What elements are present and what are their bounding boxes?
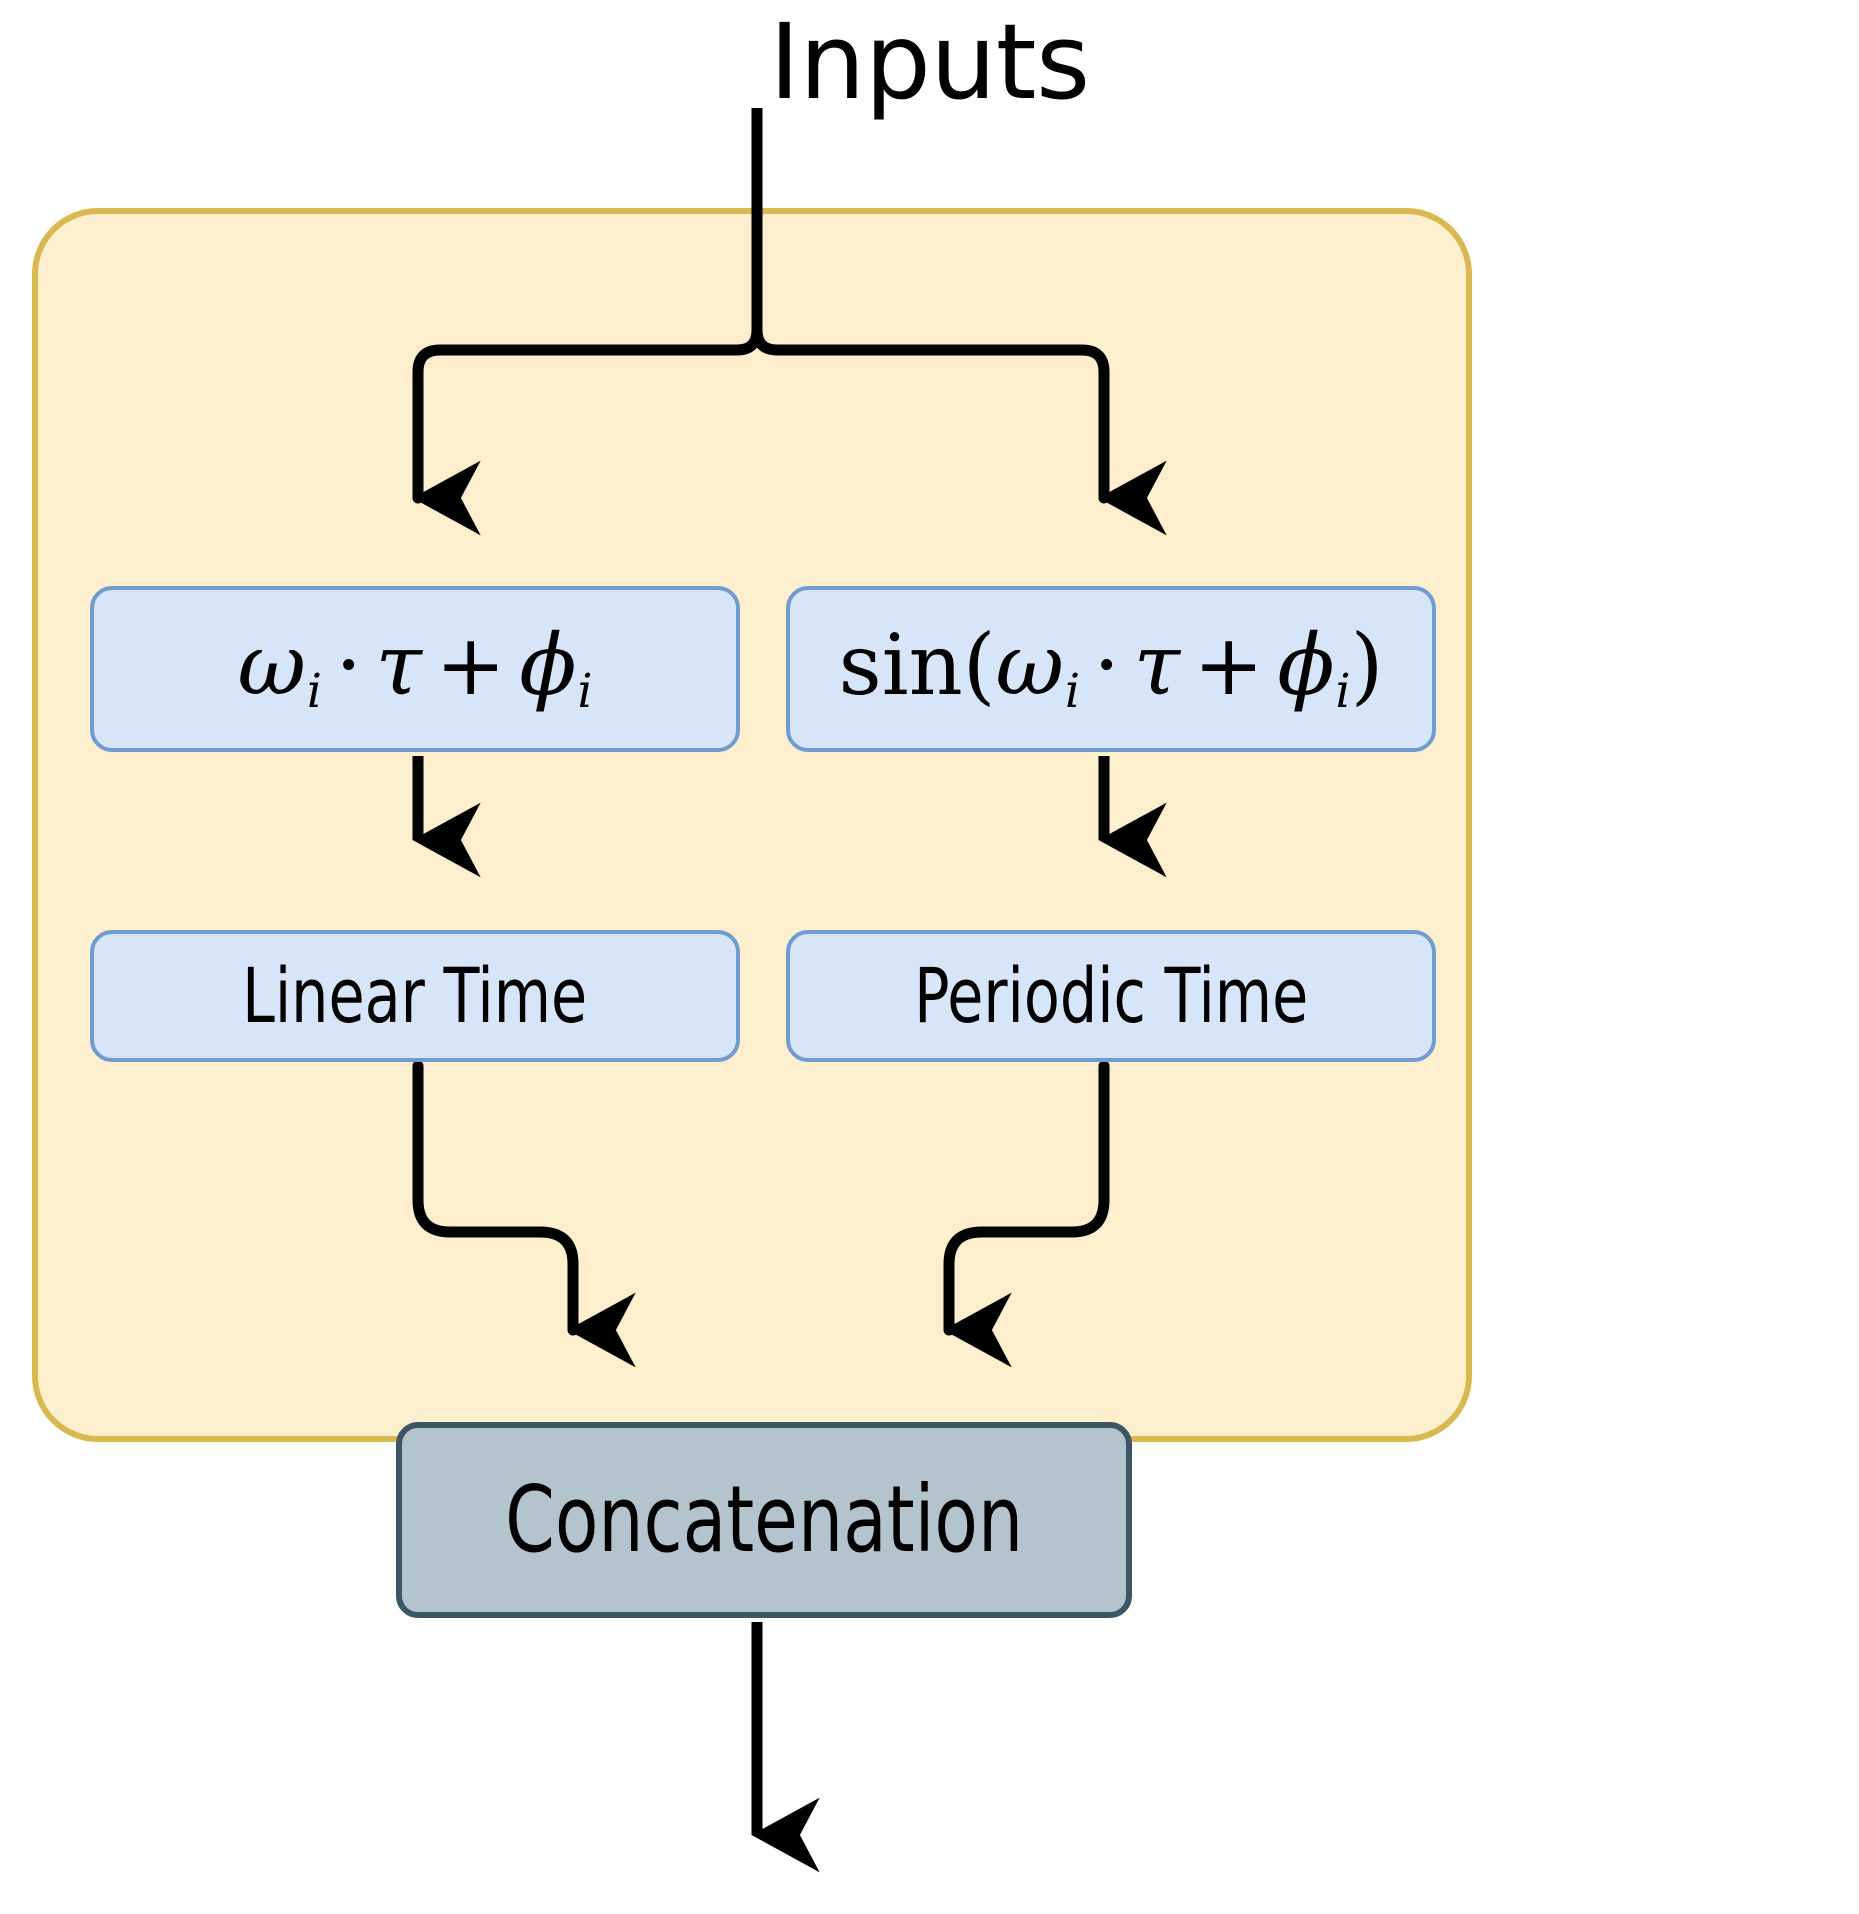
omega-subscript: i — [306, 664, 322, 720]
phi-subscript: i — [577, 664, 593, 720]
node-periodic-time[interactable]: Periodic Time — [786, 930, 1436, 1062]
omega-symbol: ω — [995, 615, 1065, 714]
tau-symbol: τ — [375, 615, 423, 714]
sin-function: sin( — [838, 615, 996, 714]
node-concatenation[interactable]: Concatenation — [396, 1422, 1132, 1618]
close-paren: ) — [1350, 615, 1384, 714]
tau-symbol: τ — [1133, 615, 1181, 714]
periodic-time-label: Periodic Time — [913, 951, 1309, 1040]
phi-symbol: ϕ — [519, 615, 577, 714]
omega-subscript: i — [1064, 664, 1080, 720]
node-periodic-formula[interactable]: sin(ωi·τ+ϕi) — [786, 586, 1436, 752]
time-embedding-panel — [32, 208, 1472, 1442]
linear-time-label: Linear Time — [242, 951, 588, 1040]
phi-symbol: ϕ — [1277, 615, 1335, 714]
node-linear-formula[interactable]: ωi·τ+ϕi — [90, 586, 740, 752]
dot-operator: · — [335, 615, 363, 714]
node-linear-time[interactable]: Linear Time — [90, 930, 740, 1062]
linear-formula-text: ωi·τ+ϕi — [237, 623, 592, 715]
phi-subscript: i — [1335, 664, 1351, 720]
omega-symbol: ω — [237, 615, 306, 714]
periodic-formula-text: sin(ωi·τ+ϕi) — [839, 623, 1384, 715]
dot-operator: · — [1093, 615, 1121, 714]
plus-operator: + — [1193, 615, 1264, 714]
plus-operator: + — [435, 615, 506, 714]
page-title: Inputs — [769, 1, 1090, 123]
concatenation-label: Concatenation — [505, 1466, 1023, 1573]
